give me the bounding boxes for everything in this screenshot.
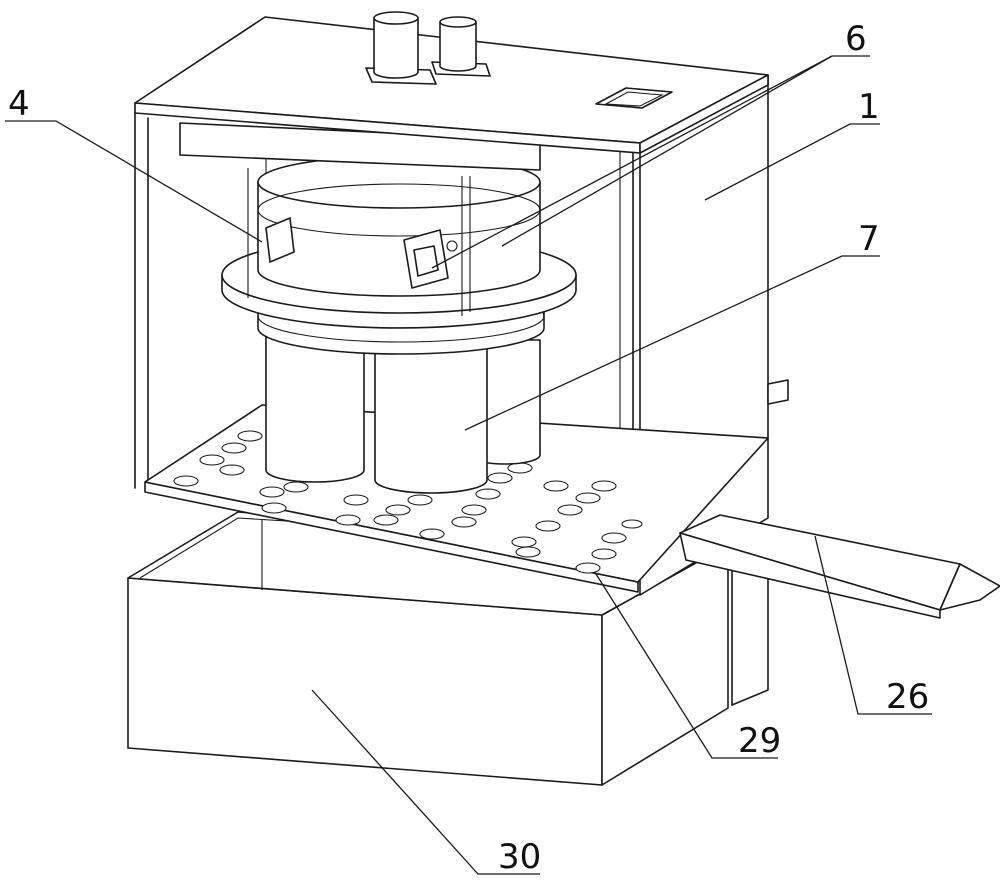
leader-lines — [5, 55, 932, 875]
label-30: 30 — [498, 837, 541, 877]
label-7: 7 — [858, 219, 880, 259]
top-cover — [134, 16, 769, 171]
label-26: 26 — [886, 677, 929, 717]
label-4: 4 — [8, 84, 30, 124]
label-1: 1 — [858, 87, 880, 127]
motor-right — [431, 16, 491, 77]
label-6: 6 — [845, 19, 867, 59]
plate-holes — [173, 430, 643, 574]
cutter-clamps — [265, 217, 458, 289]
discharge-chute — [679, 514, 1000, 706]
label-29: 29 — [738, 721, 781, 761]
cylinders — [265, 329, 541, 494]
rotary-drum — [221, 155, 577, 355]
motor-left — [365, 11, 437, 85]
